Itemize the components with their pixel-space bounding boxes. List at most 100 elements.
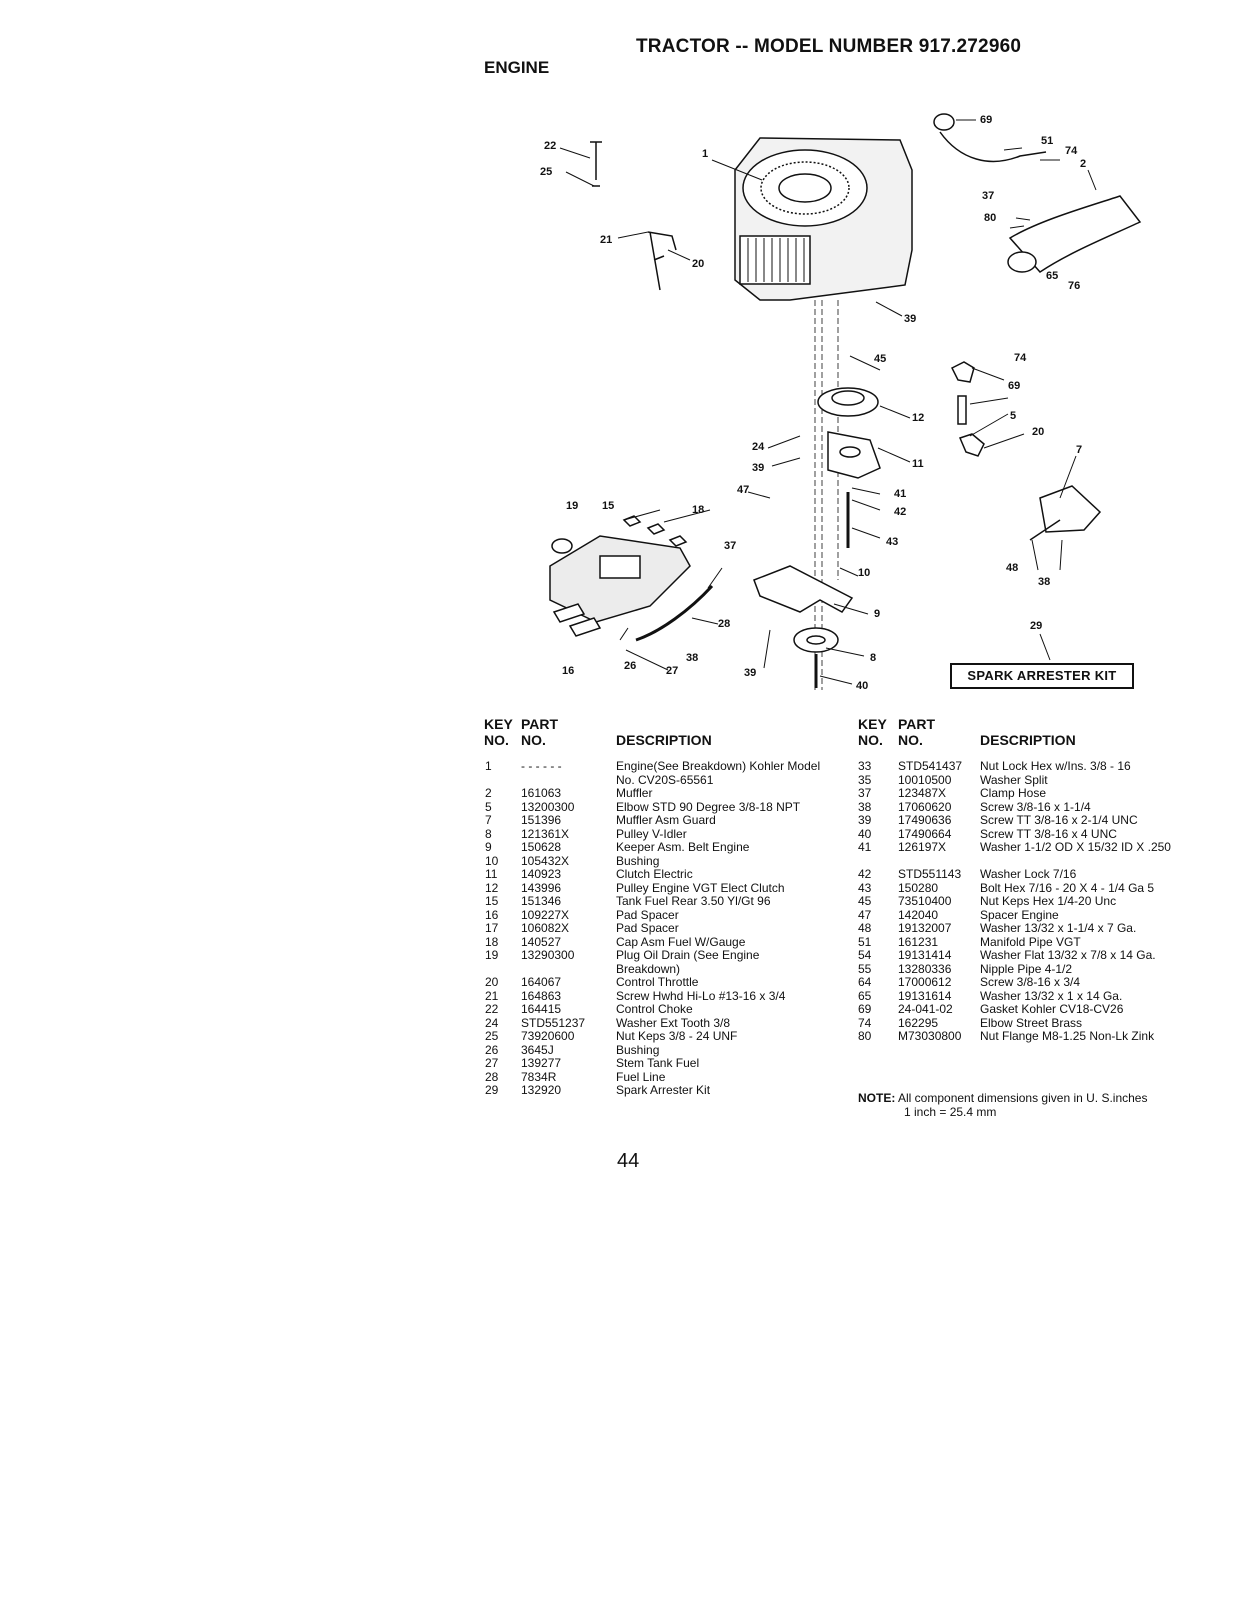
callout-37a: 37 <box>724 540 737 552</box>
callout-39a: 39 <box>904 313 917 325</box>
callout-25: 25 <box>540 166 553 178</box>
callout-9: 9 <box>874 608 881 620</box>
callout-69b: 74 <box>1065 145 1078 157</box>
callout-8: 8 <box>870 652 877 664</box>
callout-17: 18 <box>692 504 705 516</box>
right-key-header-bottom: NO. <box>858 732 883 748</box>
callout-18: 19 <box>566 500 579 512</box>
muffler-guard <box>1039 485 1102 533</box>
callout-7: 7 <box>1076 444 1083 456</box>
left-key-header-bottom: NO. <box>484 732 509 748</box>
parts-table-left: 1- - - - - -Engine(See Breakdown) Kohler… <box>485 759 835 1098</box>
nipple-pipe <box>957 395 967 425</box>
callout-45: 45 <box>874 353 887 365</box>
right-description-header: DESCRIPTION <box>980 732 1076 748</box>
manifold-pipe <box>939 131 1047 163</box>
muffler <box>1008 195 1142 273</box>
page-title: TRACTOR -- MODEL NUMBER 917.272960 <box>636 36 1022 57</box>
dimension-note: NOTE: All component dimensions given in … <box>858 1091 1148 1119</box>
note-line-1: All component dimensions given in U. S.i… <box>898 1091 1148 1105</box>
callout-26: 26 <box>624 660 637 672</box>
engine-flywheel <box>742 149 868 227</box>
left-description-header: DESCRIPTION <box>616 732 712 748</box>
engine-cooling-fins <box>739 235 811 285</box>
left-key-header-top: KEY <box>484 716 513 732</box>
left-part-header-top: PART <box>521 716 559 732</box>
engine-pulley <box>817 387 879 417</box>
callout-48: 48 <box>1006 562 1019 574</box>
callout-40: 40 <box>856 680 869 692</box>
callout-35: 37 <box>982 190 995 202</box>
callout-20: 20 <box>692 258 705 270</box>
callout-29: 29 <box>1030 620 1043 632</box>
right-part-header-top: PART <box>898 716 936 732</box>
callout-39b: 39 <box>752 462 765 474</box>
fuel-cap <box>551 538 573 554</box>
right-key-header-top: KEY <box>858 716 887 732</box>
left-part-header-bottom: NO. <box>521 732 546 748</box>
spark-arrester-kit-label: SPARK ARRESTER KIT <box>950 663 1134 689</box>
note-line-2: 1 inch = 25.4 mm <box>904 1104 997 1119</box>
electric-clutch <box>827 431 881 479</box>
engine-exploded-diagram <box>549 113 1142 690</box>
callout-65b: 69 <box>1008 380 1021 392</box>
callout-10: 10 <box>858 567 871 579</box>
callout-76: 76 <box>1068 280 1081 292</box>
callout-22: 22 <box>544 140 557 152</box>
belt-keeper <box>753 565 854 613</box>
table-row: 1- - - - - -Engine(See Breakdown) Kohler… <box>485 759 821 787</box>
street-elbow <box>950 361 975 383</box>
callout-37b: 38 <box>686 652 699 664</box>
section-title: ENGINE <box>484 58 550 77</box>
callout-65a: 65 <box>1046 270 1059 282</box>
callout-16: 16 <box>562 665 575 677</box>
callout-74: 74 <box>1014 352 1027 364</box>
right-part-header-bottom: NO. <box>898 732 923 748</box>
callout-11: 11 <box>912 458 924 470</box>
callout-80: 80 <box>984 212 997 224</box>
callout-51: 51 <box>1041 135 1054 147</box>
throttle-control <box>647 231 677 291</box>
callout-38: 38 <box>1038 576 1051 588</box>
callout-28: 28 <box>718 618 731 630</box>
callout-24: 24 <box>752 441 765 453</box>
fuel-line <box>635 584 714 642</box>
callout-2: 2 <box>1080 158 1087 170</box>
callout-15: 15 <box>602 500 615 512</box>
